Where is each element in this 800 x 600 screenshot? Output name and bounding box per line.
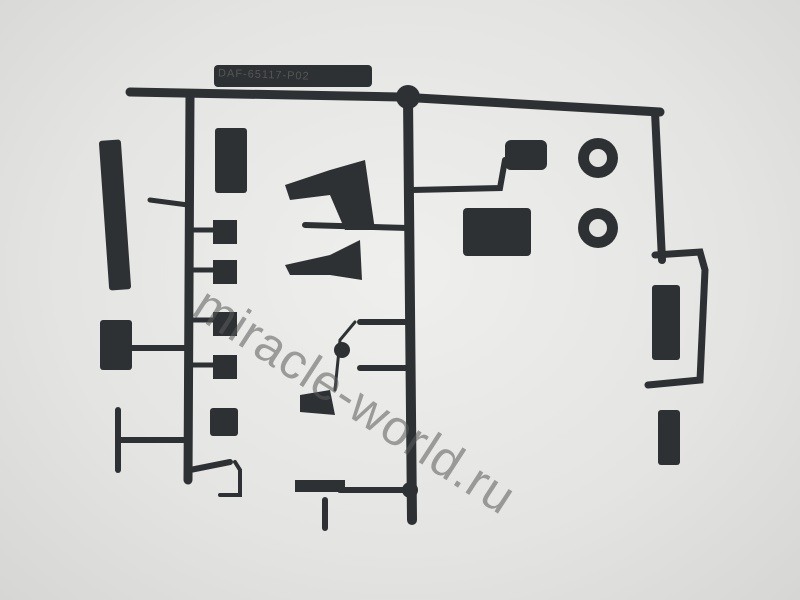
sprue-label-tab: [214, 65, 372, 87]
sprue-right-runner: [651, 108, 666, 264]
sprue-top-runner: [125, 87, 665, 117]
sprue-center-runner: [403, 92, 417, 525]
sprue-left-runner: [183, 90, 195, 485]
